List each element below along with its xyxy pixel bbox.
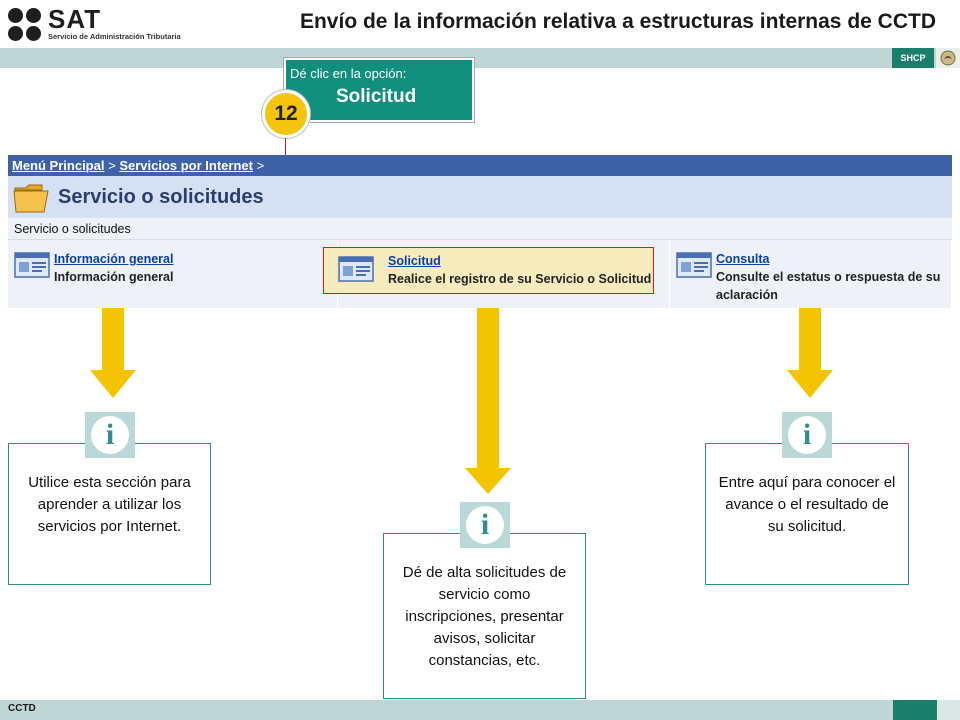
sat-logo-subtitle: Servicio de Administración Tributaria [48, 32, 181, 41]
info-icon: i [460, 502, 510, 548]
document-icon [14, 252, 50, 278]
breadcrumb-menu-principal[interactable]: Menú Principal [12, 158, 105, 173]
shcp-badge: SHCP [892, 48, 934, 68]
footer-label: CCTD [8, 703, 36, 714]
section-header: Servicio o solicitudes [8, 176, 952, 218]
option-solicitud[interactable]: Solicitud Realice el registro de su Serv… [323, 247, 654, 294]
info-box-informacion: Utilice esta sección para aprender a uti… [8, 443, 211, 585]
page-title: Envío de la información relativa a estru… [299, 10, 936, 33]
breadcrumb-separator: > [108, 158, 116, 173]
instruction-callout: Dé clic en la opción: Solicitud [284, 58, 474, 122]
informacion-general-description: Información general [54, 270, 174, 284]
down-arrow-icon [90, 308, 136, 398]
info-box-text: Utilice esta sección para aprender a uti… [28, 474, 191, 535]
option-informacion-general: Información general Información general [8, 240, 338, 308]
footer: CCTD [0, 700, 960, 720]
breadcrumb-servicios-internet[interactable]: Servicios por Internet [119, 158, 253, 173]
consulta-description: Consulte el estatus o respuesta de su ac… [716, 270, 941, 302]
document-icon [676, 252, 712, 278]
solicitud-link[interactable]: Solicitud [388, 254, 441, 268]
breadcrumb: Menú Principal > Servicios por Internet … [8, 155, 952, 176]
section-subtitle: Servicio o solicitudes [8, 218, 952, 240]
step-number-badge: 12 [262, 90, 310, 138]
footer-accent-light [937, 700, 960, 720]
info-box-consulta: Entre aquí para conocer el avance o el r… [705, 443, 909, 585]
info-box-solicitud: Dé de alta solicitudes de servicio como … [383, 533, 586, 699]
eagle-crest-icon [940, 50, 956, 66]
info-icon: i [782, 412, 832, 458]
callout-option: Solicitud [336, 86, 417, 107]
folder-icon [13, 184, 49, 213]
info-box-text: Dé de alta solicitudes de servicio como … [402, 564, 567, 669]
breadcrumb-separator: > [256, 158, 265, 173]
option-consulta: Consulta Consulte el estatus o respuesta… [670, 240, 952, 308]
callout-instruction: Dé clic en la opción: [290, 66, 407, 81]
crest-badge [936, 48, 960, 68]
info-box-text: Entre aquí para conocer el avance o el r… [718, 474, 896, 535]
consulta-link[interactable]: Consulta [716, 252, 770, 266]
informacion-general-link[interactable]: Información general [54, 252, 174, 266]
down-arrow-icon [787, 308, 833, 398]
info-icon: i [85, 412, 135, 458]
sat-logo: SAT Servicio de Administración Tributari… [8, 4, 188, 42]
footer-accent [893, 700, 937, 720]
document-icon [338, 256, 374, 282]
header-band [0, 48, 960, 68]
down-arrow-icon [465, 308, 511, 494]
sat-logo-icon [8, 8, 44, 42]
solicitud-description: Realice el registro de su Servicio o Sol… [388, 272, 652, 286]
sat-logo-text: SAT [48, 4, 102, 34]
section-title: Servicio o solicitudes [58, 186, 264, 208]
header: SAT Servicio de Administración Tributari… [0, 0, 960, 48]
